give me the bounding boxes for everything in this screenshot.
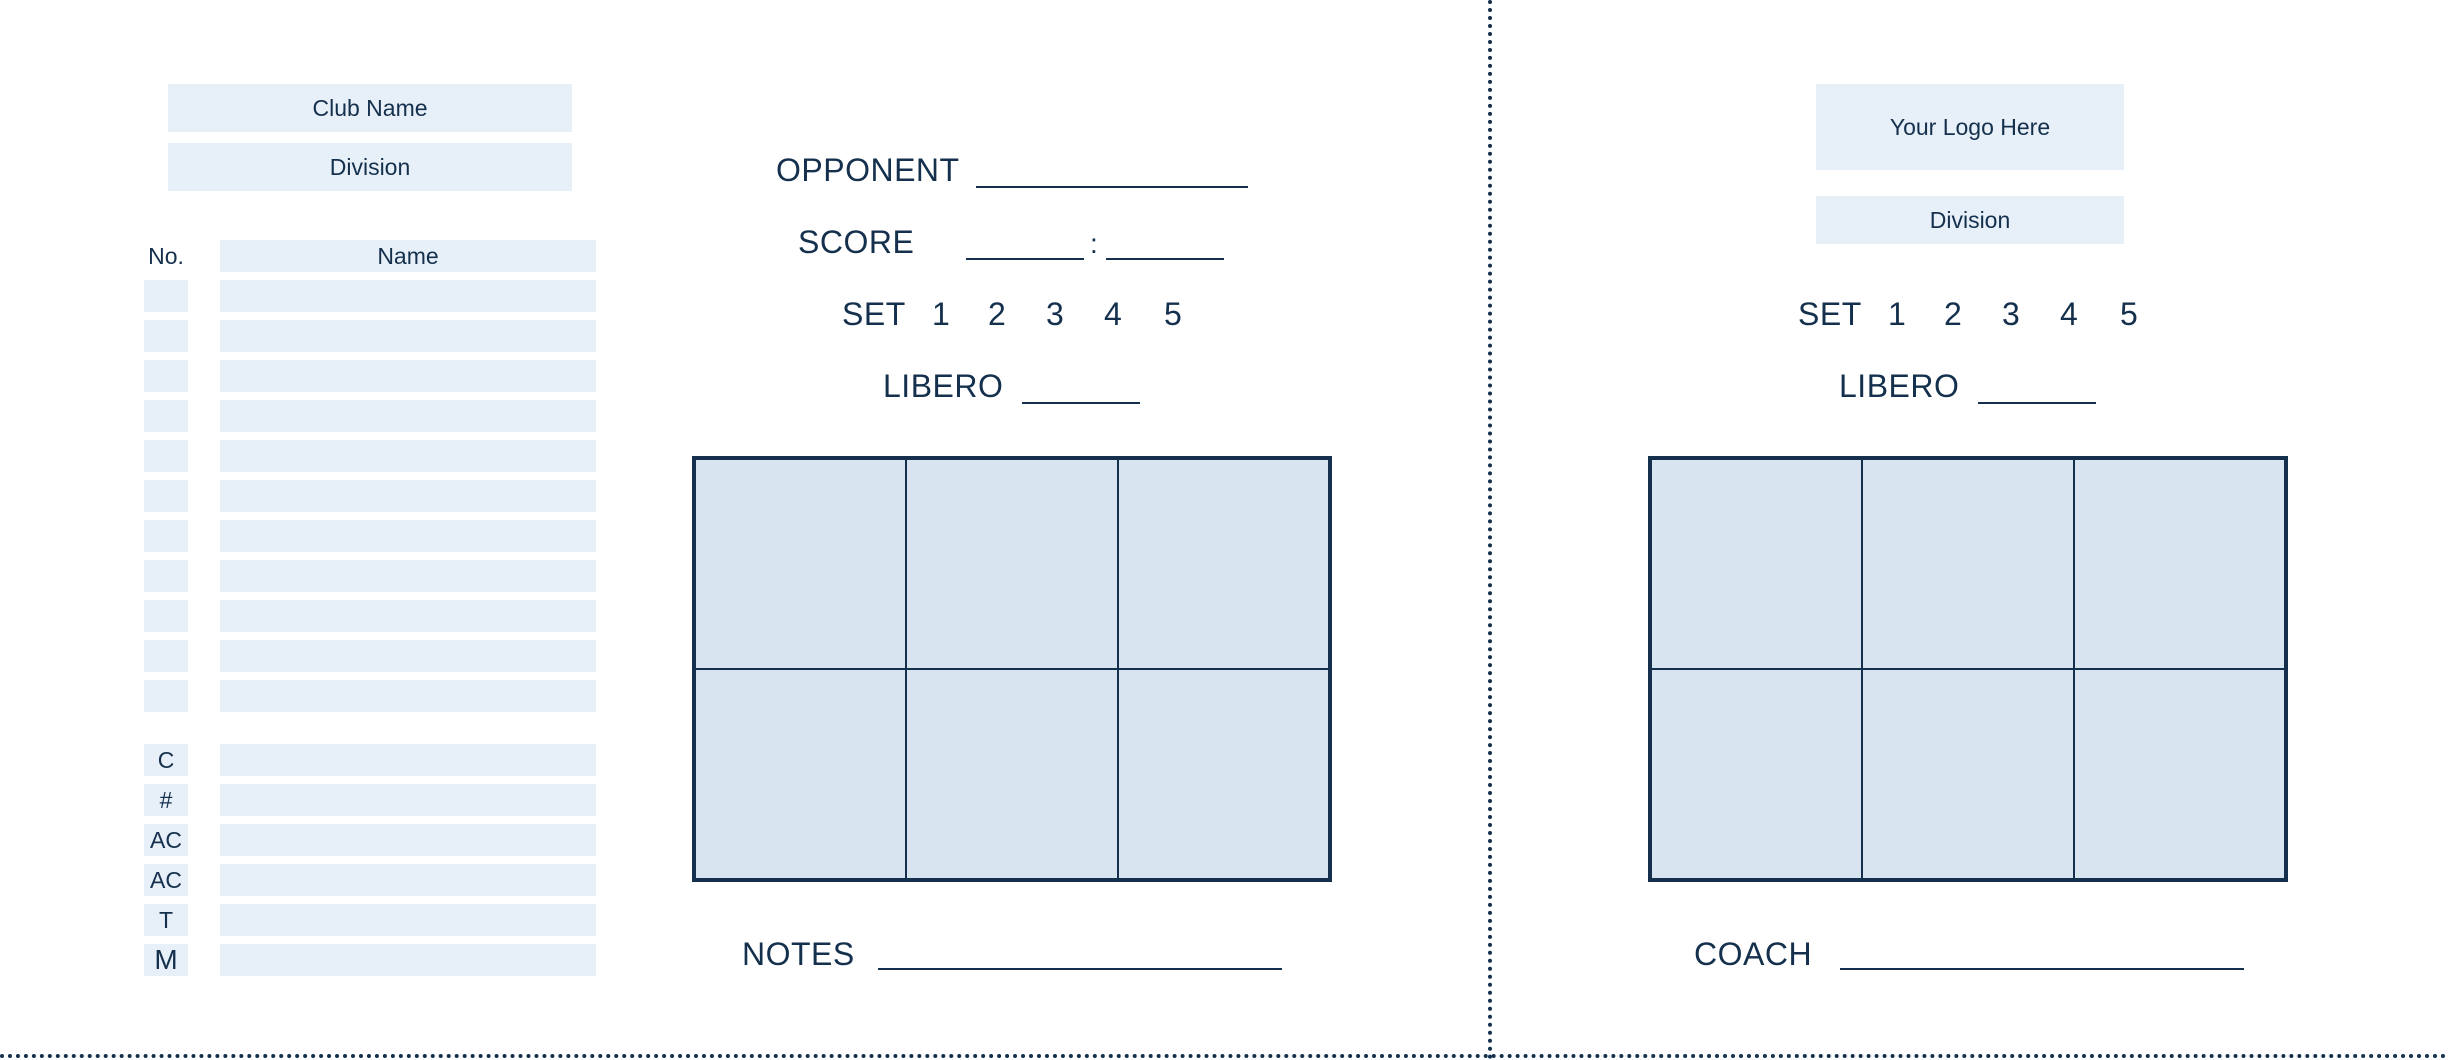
score-home-line[interactable] <box>966 258 1084 260</box>
set-number-2[interactable]: 2 <box>988 296 1007 332</box>
staff-role-label: M <box>144 944 188 976</box>
court-position-cell[interactable] <box>2073 459 2285 669</box>
roster-number-field[interactable] <box>144 640 188 672</box>
roster-number-header: No. <box>148 242 184 269</box>
court-position-cell[interactable] <box>1862 459 2074 669</box>
roster-number-field[interactable] <box>144 560 188 592</box>
set-number-2[interactable]: 2 <box>1944 296 1963 332</box>
court-position-cell[interactable] <box>1651 459 1863 669</box>
notes-line[interactable] <box>878 968 1282 970</box>
vertical-cut-line <box>1488 0 1492 1060</box>
roster-number-field[interactable] <box>144 280 188 312</box>
division-field-right[interactable]: Division <box>1816 196 2124 244</box>
opponent-label: OPPONENT <box>776 152 960 188</box>
roster-name-field[interactable] <box>220 640 596 672</box>
staff-name-field[interactable] <box>220 744 596 776</box>
set-label: SET <box>842 296 906 332</box>
set-number-4[interactable]: 4 <box>2060 296 2079 332</box>
division-field[interactable]: Division <box>168 143 572 191</box>
court-position-cell[interactable] <box>1117 669 1329 879</box>
roster-number-field[interactable] <box>144 480 188 512</box>
roster-number-field[interactable] <box>144 400 188 432</box>
court-position-cell[interactable] <box>906 669 1118 879</box>
roster-name-field[interactable] <box>220 600 596 632</box>
court-position-cell[interactable] <box>695 669 907 879</box>
roster-name-field[interactable] <box>220 400 596 432</box>
club-name-field[interactable]: Club Name <box>168 84 572 132</box>
logo-placeholder: Your Logo Here <box>1816 84 2124 170</box>
court-position-cell[interactable] <box>1651 669 1863 879</box>
court-position-cell[interactable] <box>695 459 907 669</box>
staff-name-field[interactable] <box>220 784 596 816</box>
roster-name-field[interactable] <box>220 480 596 512</box>
libero-line[interactable] <box>1022 402 1140 404</box>
roster-number-field[interactable] <box>144 600 188 632</box>
court-rotation-grid-right <box>1648 456 2288 882</box>
roster-number-field[interactable] <box>144 680 188 712</box>
roster-name-field[interactable] <box>220 320 596 352</box>
libero-line-right[interactable] <box>1978 402 2096 404</box>
court-position-cell[interactable] <box>1117 459 1329 669</box>
staff-name-field[interactable] <box>220 864 596 896</box>
roster-name-header: Name <box>220 240 596 272</box>
roster-name-field[interactable] <box>220 280 596 312</box>
set-number-5[interactable]: 5 <box>2120 296 2139 332</box>
coach-label: COACH <box>1694 936 1813 972</box>
set-number-1[interactable]: 1 <box>1888 296 1907 332</box>
staff-name-field[interactable] <box>220 904 596 936</box>
set-number-5[interactable]: 5 <box>1164 296 1183 332</box>
score-label: SCORE <box>798 224 915 260</box>
staff-name-field[interactable] <box>220 944 596 976</box>
roster-name-field[interactable] <box>220 560 596 592</box>
roster-name-field[interactable] <box>220 680 596 712</box>
set-label-right: SET <box>1798 296 1862 332</box>
coach-line[interactable] <box>1840 968 2244 970</box>
staff-role-label: AC <box>144 824 188 856</box>
roster-number-field[interactable] <box>144 520 188 552</box>
staff-role-label: AC <box>144 864 188 896</box>
set-number-3[interactable]: 3 <box>1046 296 1065 332</box>
libero-label: LIBERO <box>883 368 1004 404</box>
court-position-cell[interactable] <box>906 459 1118 669</box>
score-away-line[interactable] <box>1106 258 1224 260</box>
staff-role-label: # <box>144 784 188 816</box>
roster-name-field[interactable] <box>220 520 596 552</box>
notes-label: NOTES <box>742 936 855 972</box>
roster-name-field[interactable] <box>220 440 596 472</box>
roster-number-field[interactable] <box>144 440 188 472</box>
set-number-3[interactable]: 3 <box>2002 296 2021 332</box>
horizontal-cut-line <box>0 1054 2448 1058</box>
staff-name-field[interactable] <box>220 824 596 856</box>
roster-name-field[interactable] <box>220 360 596 392</box>
score-separator: : <box>1090 228 1099 259</box>
court-position-cell[interactable] <box>2073 669 2285 879</box>
court-position-cell[interactable] <box>1862 669 2074 879</box>
court-rotation-grid-left <box>692 456 1332 882</box>
roster-number-field[interactable] <box>144 320 188 352</box>
staff-role-label: C <box>144 744 188 776</box>
set-number-4[interactable]: 4 <box>1104 296 1123 332</box>
staff-role-label: T <box>144 904 188 936</box>
libero-label-right: LIBERO <box>1839 368 1960 404</box>
opponent-line[interactable] <box>976 186 1248 188</box>
roster-number-field[interactable] <box>144 360 188 392</box>
set-number-1[interactable]: 1 <box>932 296 951 332</box>
